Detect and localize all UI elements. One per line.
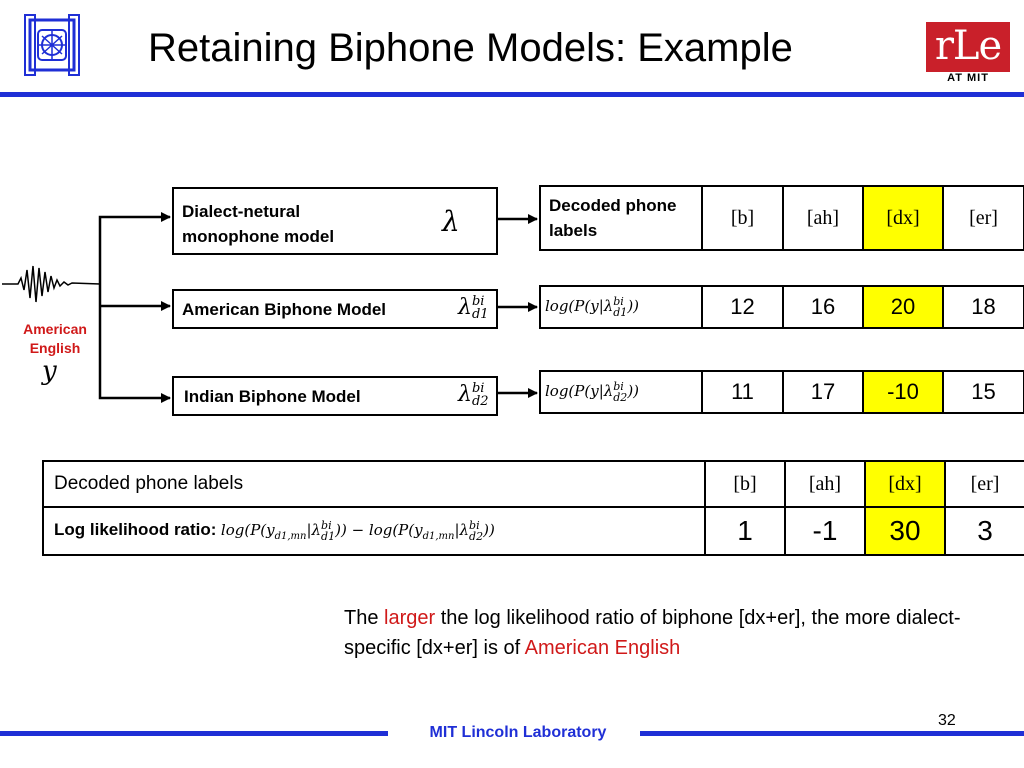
formula-sup: bi [469, 519, 480, 532]
rle-logo: rLe AT MIT [926, 22, 1010, 84]
formula-part: log(P(y [220, 521, 275, 539]
symbol-sub: d1 [471, 307, 489, 322]
formula-part: |λ [306, 521, 322, 539]
input-variable: y [42, 356, 57, 386]
ratio-row-label: Log likelihood ratio: [54, 520, 217, 539]
ratio-table-header: Decoded phone labels [42, 460, 706, 508]
note-emphasis: larger [384, 607, 436, 629]
rle-logo-mark: rLe [926, 22, 1010, 72]
phone-label-cell: [ah] [782, 185, 864, 251]
ratio-value: 3 [944, 506, 1024, 556]
neutral-model-box: Dialect-netural monophone model λ [172, 187, 498, 255]
phone-label-cell-highlighted: [dx] [864, 460, 946, 508]
note-emphasis: American English [524, 637, 681, 659]
lincoln-lab-logo-icon [24, 14, 80, 76]
formula-sup: bi [613, 295, 624, 308]
footer-label: MIT Lincoln Laboratory [429, 724, 607, 741]
formula-sup: bi [321, 519, 332, 532]
title-divider [0, 92, 1024, 97]
formula-sub: d1,mn [422, 531, 455, 542]
speech-waveform-icon [2, 265, 101, 303]
indian-model-label: Indian Biphone Model [184, 387, 361, 406]
formula-sub: d2 [613, 391, 628, 404]
formula-sub: d1 [321, 530, 336, 543]
ratio-value: -1 [784, 506, 866, 556]
rle-logo-subtitle: AT MIT [947, 72, 989, 84]
likelihood-value: 18 [942, 285, 1024, 329]
likelihood-ratio-table: Decoded phone labels [b] [ah] [dx] [er] … [42, 460, 1024, 556]
footer-rule-left [0, 731, 388, 736]
ratio-value-highlighted: 30 [864, 506, 946, 556]
phone-label-cell-highlighted: [dx] [862, 185, 944, 251]
formula-sup: bi [613, 380, 624, 393]
phone-label-cell: [b] [701, 185, 784, 251]
likelihood-value: 15 [942, 370, 1024, 414]
decoded-labels-table: Decoded phone labels [b] [ah] [dx] [er] [539, 185, 1024, 251]
phone-label-cell: [er] [944, 460, 1024, 508]
formula-text: log(P(y|λ [545, 382, 614, 400]
note-text: the log likelihood ratio of biphone [dx+… [344, 607, 961, 659]
slide-title: Retaining Biphone Models: Example [148, 26, 793, 70]
footer-rule-right [640, 731, 1024, 736]
phone-label-cell: [er] [942, 185, 1024, 251]
lambda-symbol: λ [442, 205, 460, 238]
likelihood-value: 12 [701, 285, 784, 329]
likelihood-value: 16 [782, 285, 864, 329]
lambda-symbol: λ [458, 382, 472, 407]
formula-end: )) [627, 382, 640, 400]
conclusion-note: The larger the log likelihood ratio of b… [344, 603, 1004, 663]
likelihood-value-highlighted: 20 [862, 285, 944, 329]
likelihood-value-highlighted: -10 [862, 370, 944, 414]
symbol-sup: bi [471, 381, 485, 396]
likelihood-value: 11 [701, 370, 784, 414]
lincoln-lab-logo [24, 14, 80, 76]
formula-part: |λ [454, 521, 470, 539]
page-number: 32 [938, 712, 956, 729]
formula-sub: d1,mn [274, 531, 307, 542]
symbol-sup: bi [471, 294, 485, 309]
decoded-labels-header: Decoded phone labels [539, 185, 703, 251]
formula-text: log(P(y|λ [545, 297, 614, 315]
formula-sub: d1 [613, 306, 628, 319]
note-text: The [344, 607, 385, 629]
input-label: American English [23, 321, 87, 356]
phone-label-cell: [b] [704, 460, 786, 508]
ratio-value: 1 [704, 506, 786, 556]
lambda-symbol: λ [458, 295, 472, 320]
likelihood-value: 17 [782, 370, 864, 414]
formula-part: )) [483, 521, 495, 539]
formula-end: )) [627, 297, 640, 315]
formula-part: )) − log(P(y [335, 521, 423, 539]
american-model-label: American Biphone Model [182, 300, 387, 319]
formula-sub: d2 [469, 530, 484, 543]
symbol-sub: d2 [471, 394, 489, 409]
phone-label-cell: [ah] [784, 460, 866, 508]
neutral-model-label: Dialect-netural monophone model [182, 202, 335, 246]
